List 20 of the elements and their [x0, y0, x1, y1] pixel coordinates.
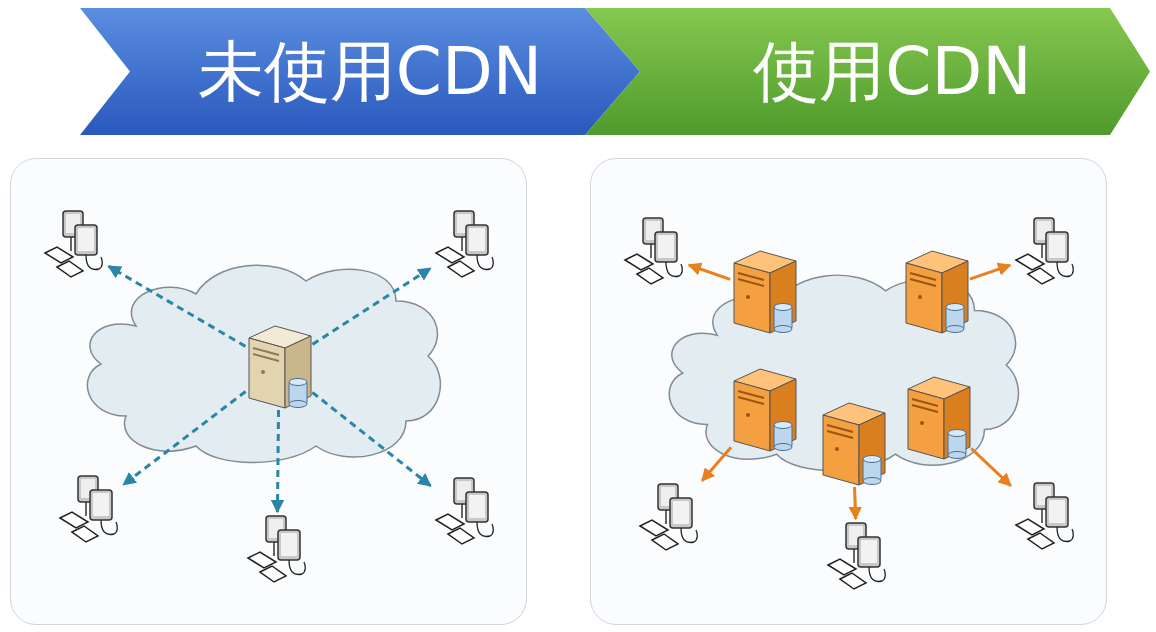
- server-icon: [823, 403, 885, 485]
- arrow: [311, 267, 432, 346]
- server-icon: [734, 369, 796, 451]
- arrow: [969, 262, 1012, 281]
- arrow: [700, 446, 733, 482]
- arrow: [270, 410, 285, 514]
- arrow: [687, 262, 731, 281]
- banner-title: 未使用CDN: [197, 38, 543, 105]
- arrow: [311, 391, 432, 488]
- banner-title: 使用CDN: [753, 38, 1032, 105]
- arrow: [107, 264, 247, 348]
- panel-background: [590, 158, 1107, 625]
- arrow: [122, 390, 247, 486]
- panel-background: [10, 158, 527, 625]
- arrow: [970, 447, 1012, 487]
- server-icon: [906, 251, 968, 333]
- server-icon: [734, 251, 796, 333]
- server-icon: [908, 377, 970, 459]
- arrow: [848, 486, 862, 521]
- server-icon: [249, 326, 311, 408]
